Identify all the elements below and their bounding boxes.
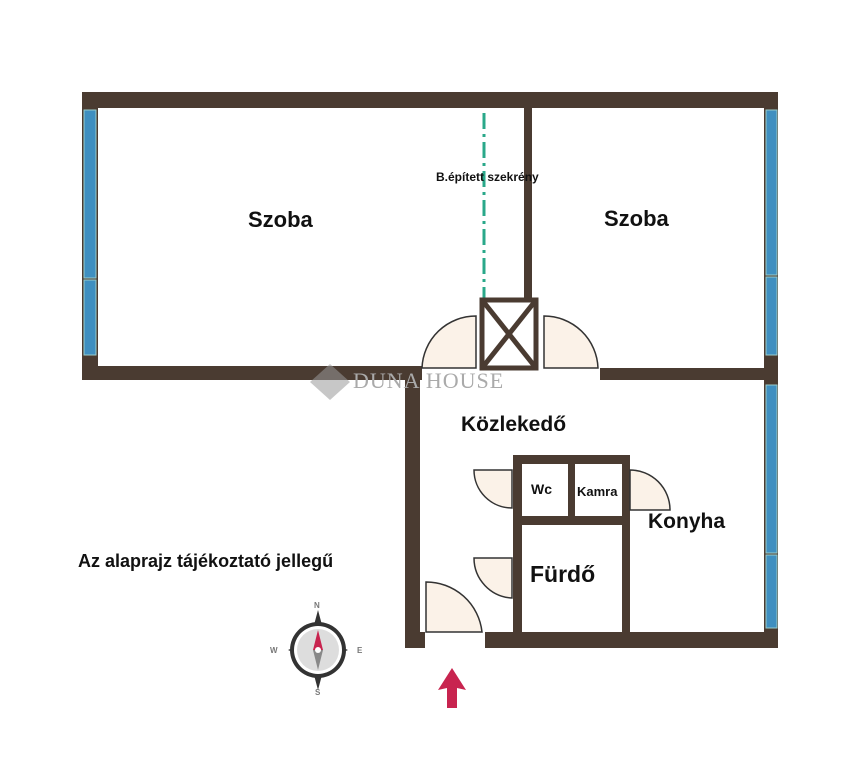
- compass-icon: [288, 610, 348, 690]
- compass-s: S: [315, 688, 321, 697]
- room-label-hallway: Közlekedő: [461, 413, 567, 436]
- room-label-kitchen: Konyha: [648, 510, 726, 533]
- windows: [83, 109, 778, 629]
- room-label-pantry: Kamra: [577, 484, 618, 499]
- compass-w: W: [270, 646, 278, 655]
- compass-n: N: [314, 601, 320, 610]
- wardrobe: [479, 113, 539, 371]
- wardrobe-label: B.épített szekrény: [436, 170, 539, 184]
- watermark-logo: [310, 364, 350, 400]
- north-arrow: [438, 668, 466, 708]
- room-label-bathroom: Fürdő: [530, 561, 596, 587]
- room-label-wc: Wc: [531, 481, 552, 497]
- watermark: DUNA HOUSE: [353, 368, 505, 393]
- room-label-szoba-right: Szoba: [604, 206, 669, 231]
- disclaimer-text: Az alaprajz tájékoztató jellegű: [78, 551, 334, 571]
- compass-e: E: [357, 646, 363, 655]
- room-label-szoba-left: Szoba: [248, 207, 313, 232]
- doors: [421, 315, 671, 633]
